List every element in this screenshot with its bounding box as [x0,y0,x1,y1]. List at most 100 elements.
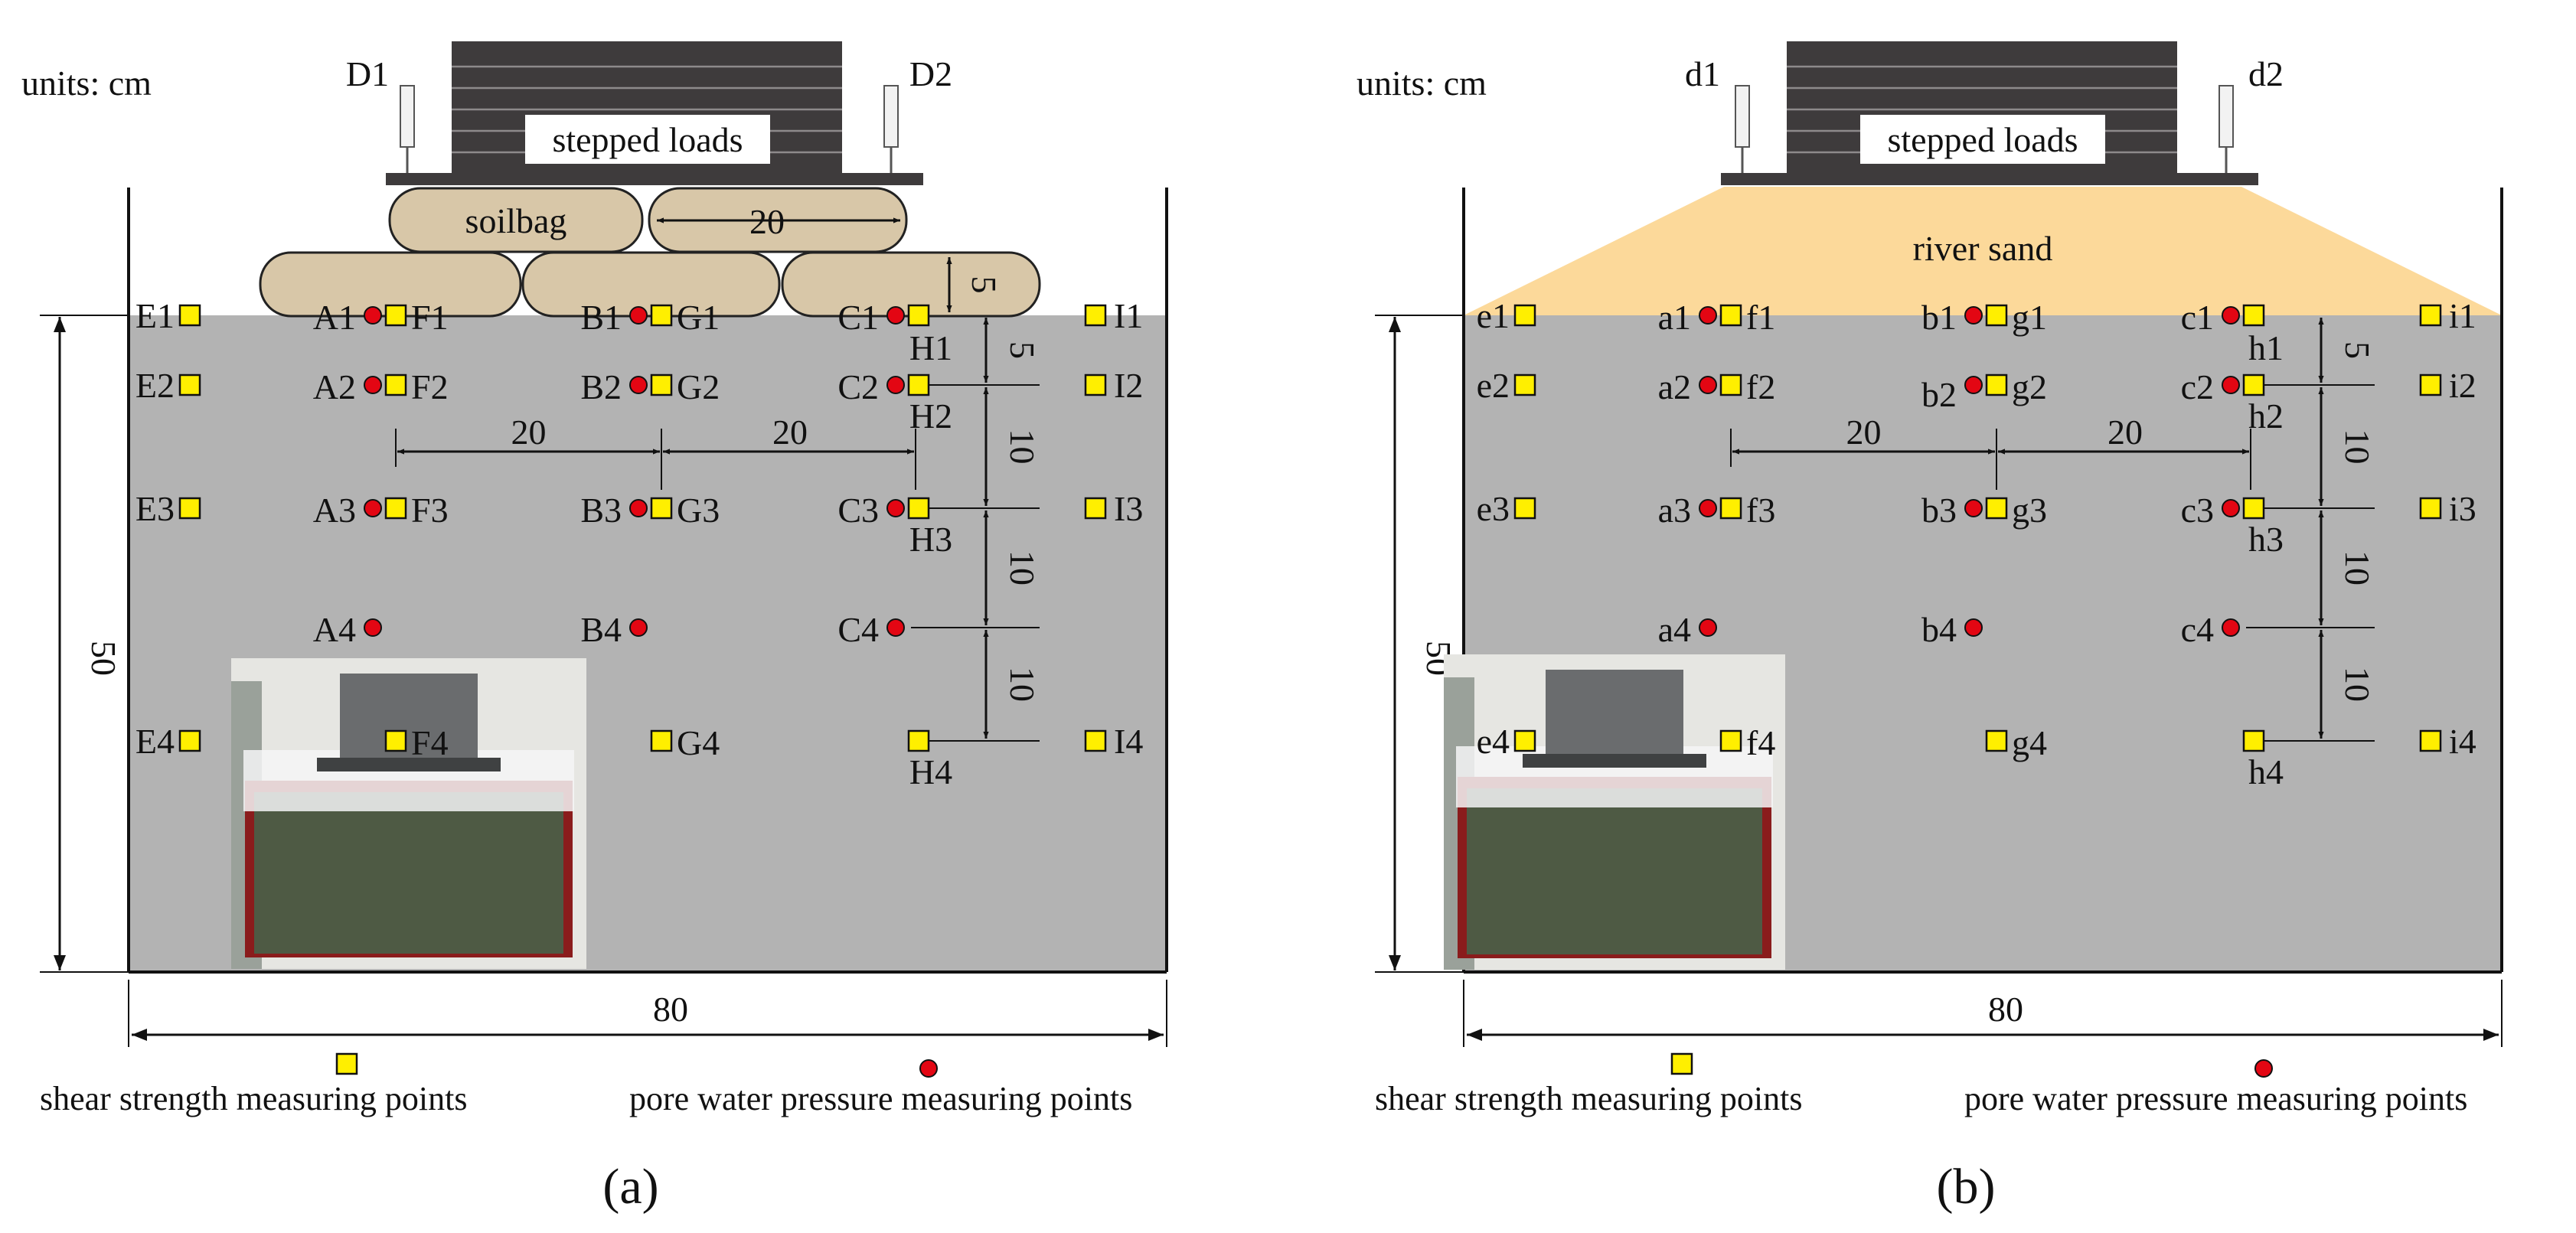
vertical-spacing-label-4: 10 [2338,667,2377,702]
legend-shear-marker [335,1052,358,1075]
shear-point-marker [1719,304,1742,327]
shear-point-marker [2242,497,2265,520]
photo-tank-glass [1467,788,1762,954]
shear-point-marker [1084,497,1107,520]
pore-point-marker [1964,306,1983,325]
shear-point-label: H1 [909,328,952,367]
pore-point-label: b4 [1921,610,1957,649]
shear-point-marker [1985,729,2008,752]
shear-point-marker [1084,729,1107,752]
shear-point-marker [907,304,930,327]
pore-point-marker [1699,376,1717,394]
units-label: units: cm [1357,64,1487,103]
shear-point-label: f3 [1746,491,1775,530]
pore-point-marker [886,306,905,325]
vertical-spacing-label-2: 10 [2338,429,2377,465]
shear-point-label: e4 [1477,722,1510,761]
pore-point-marker [2222,376,2240,394]
legend-pore-marker [919,1059,938,1078]
pore-point-marker [1964,499,1983,517]
vertical-spacing-label-3: 10 [1003,550,1042,586]
shear-point-label: i4 [2449,722,2476,761]
displacement-dial-label: d2 [2248,54,2284,93]
shear-point-label: f1 [1746,298,1775,337]
shear-point-label: g3 [2012,491,2047,530]
pore-point-marker [2222,499,2240,517]
shear-point-marker [1719,497,1742,520]
load-plate [1721,173,2258,185]
spacing-label-2: 20 [2107,413,2143,452]
pore-point-label: B2 [580,367,622,406]
shear-point-marker [650,729,673,752]
displacement-dial-body [883,85,899,148]
pore-point-label: b1 [1921,298,1957,337]
pore-point-label: c3 [2181,491,2214,530]
soilbag-height-label: 5 [965,276,1004,294]
pore-point-marker [364,618,382,637]
shear-point-label: h2 [2248,396,2284,435]
photo-load-plate [1523,754,1706,768]
shear-point-marker [1513,304,1536,327]
shear-point-label: i2 [2449,366,2476,405]
shear-point-label: I1 [1114,296,1143,335]
shear-point-label: F1 [411,298,449,337]
soilbag-label: soilbag [465,201,567,240]
shear-point-marker [2242,729,2265,752]
shear-point-marker [2242,373,2265,396]
pore-point-label: C3 [837,491,879,530]
pore-point-marker [886,499,905,517]
pore-point-marker [629,376,648,394]
pore-point-marker [2222,618,2240,637]
shear-point-marker [2419,304,2442,327]
shear-point-label: f4 [1746,723,1775,762]
pore-point-label: C2 [837,367,879,406]
vertical-spacing-label-1: 5 [2338,341,2377,359]
pore-point-label: c4 [2181,610,2214,649]
shear-point-marker [907,729,930,752]
shear-point-marker [650,304,673,327]
legend-pore-label: pore water pressure measuring points [629,1080,1132,1117]
width-dimension-label: 80 [653,990,688,1029]
shear-point-marker [1084,373,1107,396]
shear-point-marker [650,497,673,520]
pore-point-label: c2 [2181,367,2214,406]
shear-point-marker [178,729,201,752]
shear-point-marker [1719,729,1742,752]
pore-point-marker [629,306,648,325]
legend-shear-marker [1670,1052,1693,1075]
pore-point-label: b3 [1921,491,1957,530]
legend-shear-label: shear strength measuring points [1375,1080,1802,1117]
shear-point-label: E3 [135,489,175,528]
shear-point-label: h3 [2248,520,2284,559]
width-dimension-label: 80 [1988,990,2023,1029]
shear-point-marker [1985,373,2008,396]
spacing-label-2: 20 [772,413,808,452]
shear-point-label: I4 [1114,722,1143,761]
shear-point-label: E1 [135,296,175,335]
pore-point-marker [364,376,382,394]
shear-point-label: F3 [411,491,449,530]
photo-tank-glass [254,792,563,954]
shear-point-label: g1 [2012,298,2047,337]
shear-point-label: g4 [2012,723,2047,762]
panel-caption: (a) [602,1159,658,1215]
legend-shear-label: shear strength measuring points [40,1080,467,1117]
shear-point-marker [178,373,201,396]
vertical-spacing-label-3: 10 [2338,550,2377,586]
river-sand-layer [1464,187,2502,315]
shear-point-label: h4 [2248,752,2284,791]
pore-point-label: C1 [837,298,879,337]
depth-dimension-label: 50 [84,641,123,676]
pore-point-label: c1 [2181,298,2214,337]
load-label-box [1860,115,2105,164]
pore-point-label: a1 [1658,298,1691,337]
shear-point-label: g2 [2012,367,2047,406]
shear-point-marker [384,304,407,327]
pore-point-label: a3 [1658,491,1691,530]
shear-point-marker [907,373,930,396]
shear-point-label: h1 [2248,328,2284,367]
photo-load-frame [1546,670,1683,762]
pore-point-label: a2 [1658,367,1691,406]
pore-point-marker [629,499,648,517]
